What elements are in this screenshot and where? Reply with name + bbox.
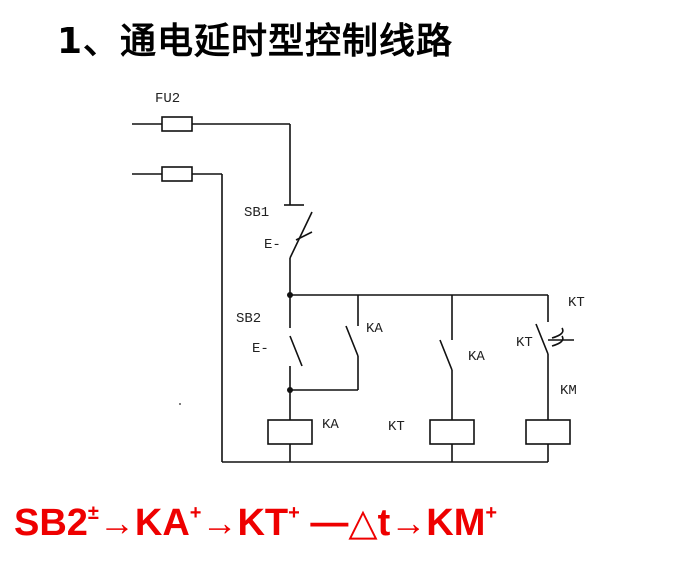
formula-kt-sup: + xyxy=(288,502,300,524)
ka-coil xyxy=(267,419,313,445)
ka-contact2-label: KA xyxy=(468,349,485,365)
junction-dot xyxy=(287,387,293,393)
kt-coil-label: KT xyxy=(388,419,405,435)
sb2-label: SB2 xyxy=(236,311,261,327)
ka-coil-label: KA xyxy=(322,417,339,433)
kt-contact-label: KT xyxy=(516,335,533,351)
formula-km-sup: + xyxy=(485,502,498,524)
ka-contact-kt-branch xyxy=(439,295,453,420)
fu2-label: FU2 xyxy=(155,91,180,107)
speck xyxy=(179,403,181,405)
formula-delta: △ xyxy=(348,502,378,544)
formula-sb2-sup: ± xyxy=(87,502,99,524)
sequence-formula: SB2±→KA+→KT+ —△t→KM+ xyxy=(14,500,497,545)
formula-arrow-3: → xyxy=(390,502,427,543)
km-coil xyxy=(525,419,571,445)
fuse-bottom xyxy=(132,166,222,182)
sb1-stop-button xyxy=(284,204,313,295)
ka-hold-contact xyxy=(290,295,359,391)
km-label: KM xyxy=(560,383,577,399)
formula-km: KM xyxy=(426,502,486,544)
sb2-start-button xyxy=(289,295,303,420)
sb1-label: SB1 xyxy=(244,205,269,221)
ka-contact1-label: KA xyxy=(366,321,383,337)
formula-t: t xyxy=(377,502,391,544)
formula-sb2: SB2 xyxy=(14,502,88,544)
formula-kt: KT xyxy=(237,502,289,544)
kt-coil xyxy=(429,419,475,445)
formula-arrow-1: → xyxy=(98,502,135,543)
formula-arrow-2: → xyxy=(201,502,238,543)
control-circuit-diagram: FU2 SB1 E- SB2 E- xyxy=(132,91,585,463)
formula-dash: — xyxy=(310,502,349,544)
kt-contact-top-label: KT xyxy=(568,295,585,311)
kt-timed-contact xyxy=(535,295,574,420)
sb1-mark: E- xyxy=(264,237,281,253)
formula-ka-sup: + xyxy=(189,502,202,524)
sb2-mark: E- xyxy=(252,341,269,357)
formula-ka: KA xyxy=(134,502,190,544)
page-title: 1、通电延时型控制线路 xyxy=(57,21,454,62)
fuse-top xyxy=(132,116,290,132)
